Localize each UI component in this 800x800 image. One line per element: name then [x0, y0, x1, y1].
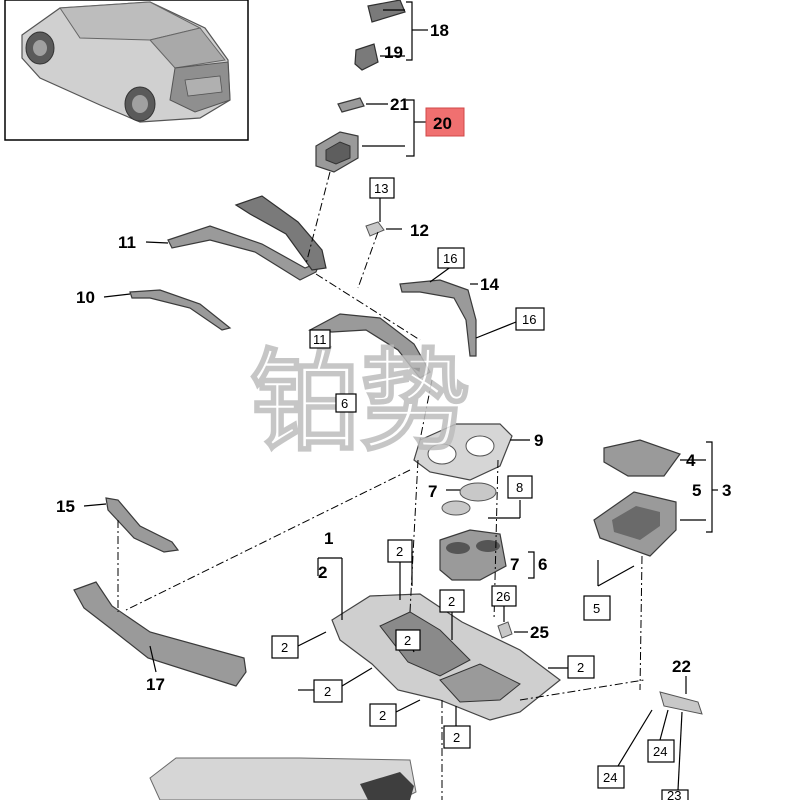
label-12: 12 [410, 221, 429, 240]
label-19: 19 [384, 43, 403, 62]
label-25: 25 [530, 623, 549, 642]
box-16-right: 16 [522, 312, 536, 327]
part-15-shape [105, 497, 180, 553]
vehicle-illustration [21, 1, 231, 123]
watermark: 铂势 [250, 337, 470, 466]
box-2-e: 2 [379, 708, 386, 723]
box-2-f: 2 [453, 730, 460, 745]
guide-lines [117, 171, 645, 800]
label-5-bracket: 5 [692, 481, 701, 500]
box-2-a: 2 [396, 544, 403, 559]
part-25-shape [497, 621, 513, 639]
part-18-shape [367, 0, 406, 23]
lower-console-shape [149, 757, 417, 800]
part-4-shape [603, 439, 681, 477]
part-20-shape [315, 131, 359, 173]
label-9: 9 [534, 431, 543, 450]
label-3: 3 [722, 481, 731, 500]
vehicle-inset [4, 0, 249, 141]
leader-lines [83, 198, 718, 791]
box-11: 11 [313, 332, 327, 347]
part-14-shape [399, 279, 477, 357]
box-6: 6 [341, 396, 348, 411]
highlight-20-box [425, 107, 465, 137]
box-26: 26 [496, 589, 510, 604]
label-1: 1 [324, 529, 333, 548]
label-20[interactable]: 20 [433, 114, 452, 133]
box-2-h: 2 [404, 633, 411, 648]
box-8: 8 [516, 480, 523, 495]
bracket-18-19 [380, 1, 428, 61]
part-21-shape [337, 97, 365, 113]
part-11b-shape [307, 313, 431, 379]
part-17-shape [73, 581, 247, 687]
label-21: 21 [390, 95, 409, 114]
box-2-b: 2 [448, 594, 455, 609]
label-10: 10 [76, 288, 95, 307]
label-6: 6 [538, 555, 547, 574]
label-7-bracket: 7 [510, 555, 519, 574]
part-5-shape [593, 491, 677, 557]
part-10-shape [129, 289, 232, 331]
box-23: 23 [667, 788, 681, 800]
boxed-labels: 13 16 16 11 6 8 26 5 2 2 2 2 2 2 2 2 24 [271, 177, 689, 800]
number-labels: 18 19 21 20 11 12 10 14 9 7 4 5 3 15 1 2… [56, 21, 731, 694]
box-24-a: 24 [653, 744, 667, 759]
label-18: 18 [430, 21, 449, 40]
box-13: 13 [374, 181, 388, 196]
box-2-d: 2 [324, 684, 331, 699]
small-arrows [298, 552, 413, 691]
part-9-shape [413, 423, 513, 481]
part-6-shape [439, 529, 507, 581]
part-1-frame-shape [331, 593, 561, 721]
part-11-shape [167, 195, 327, 281]
label-7: 7 [428, 482, 437, 501]
part-19-shape [354, 43, 379, 71]
part-12-shape [365, 221, 385, 237]
label-11: 11 [118, 233, 136, 252]
label-2-bracket: 2 [318, 563, 327, 582]
box-2-c: 2 [281, 640, 288, 655]
box-5: 5 [593, 601, 600, 616]
part-7-shape [441, 482, 497, 516]
label-17: 17 [146, 675, 165, 694]
box-2-g: 2 [577, 660, 584, 675]
label-4: 4 [686, 451, 696, 470]
box-16-top: 16 [443, 251, 457, 266]
label-15: 15 [56, 497, 75, 516]
part-22-shape [659, 691, 703, 715]
box-24-b: 24 [603, 770, 617, 785]
label-14: 14 [480, 275, 499, 294]
label-22: 22 [672, 657, 691, 676]
